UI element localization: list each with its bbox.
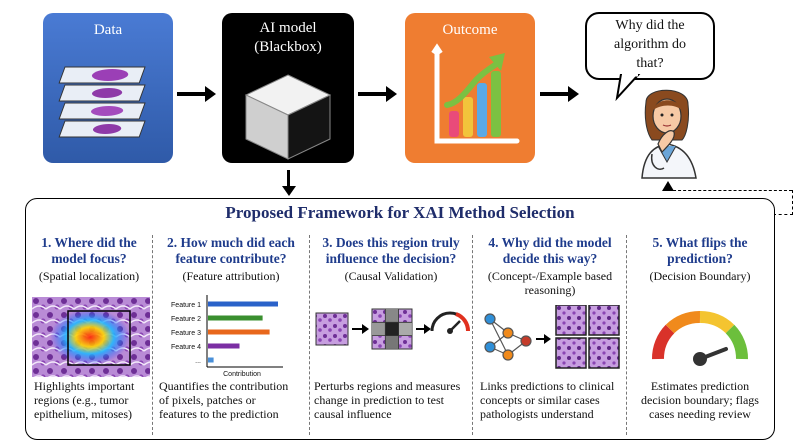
column-separator [626,235,627,435]
question-line1: Why did the [615,18,685,33]
decision-gauge-icon [652,311,748,366]
question-line3: that? [636,56,664,71]
question-bubble: Why did the algorithm do that? [585,12,715,80]
column-5-heading: 5. What flips the prediction? [652,235,748,266]
feature-bar [208,329,270,335]
saliency-heatmap-image [32,297,150,377]
feedback-dash-vertical [792,190,793,215]
column-separator [309,235,310,435]
column-separator [152,235,153,435]
neural-network-icon [484,313,532,361]
column-2-subtitle: (Feature attribution) [182,269,280,283]
feedback-dash-horizontal [773,214,793,215]
bubble-tail [615,74,641,102]
feature-chart-xlabel: Contribution [223,371,261,377]
feedback-dash-top [668,190,792,191]
column-4-heading: 4. Why did the model decide this way? [488,235,612,266]
column-3-subtitle: (Causal Validation) [344,269,438,283]
model-label-line1: AI model [259,20,317,36]
data-box: Data [43,13,173,163]
arrow-model-to-outcome [358,86,397,102]
outcome-box: Outcome [405,13,535,163]
column-5-subtitle: (Decision Boundary) [649,269,751,283]
feature-bar [208,315,263,321]
feature-label: Feature 4 [171,344,201,351]
column-separator [472,235,473,435]
column-1-description: Highlights important regions (e.g., tumo… [34,379,135,421]
arrow-outcome-to-clinician [540,86,579,102]
slides-illustration [58,66,146,138]
column-1-subtitle: (Spatial localization) [38,269,140,283]
feature-attribution-chart: Feature 1 Feature 2 Feature 3 Feature 4... C… [171,295,283,377]
column-1-heading: 1. Where did the model focus? [41,235,137,266]
column-5-description: Estimates prediction decision boundary; … [641,379,759,421]
column-2-description: Quantifies the contribution of pixels, p… [159,379,289,421]
feature-bar [208,301,278,307]
growth-chart-icon [431,43,520,144]
feature-label: Feature 1 [171,302,201,309]
feature-label: Feature 3 [171,330,201,337]
column-4-description: Links predictions to clinical concepts o… [480,379,615,421]
data-label: Data [93,22,123,38]
concept-reasoning-illustration [484,305,620,369]
framework-title: Proposed Framework for XAI Method Select… [225,203,575,222]
clinician-icon [641,89,697,179]
feature-label: Feature 2 [171,316,201,323]
feature-label: ... [195,358,201,365]
arrow-model-to-framework [287,170,290,188]
question-line2: algorithm do [614,37,686,52]
column-3-heading: 3. Does this region truly influence the … [322,235,460,266]
column-4-subtitle: (Concept-/Example based reasoning) [487,269,613,297]
blackbox-cube-icon [244,74,332,160]
framework-panel: Proposed Framework for XAI Method Select… [25,198,775,440]
feedback-arrowhead [662,181,674,191]
outcome-label: Outcome [442,22,498,38]
feature-bar [208,357,214,363]
column-3-description: Perturbs regions and measures change in … [314,379,461,421]
framework-column-5: 5. What flips the prediction? (Decision … [630,235,770,435]
model-label-line2: (Blackbox) [254,39,322,55]
framework-column-3: 3. Does this region truly influence the … [312,235,470,435]
model-box: AI model (Blackbox) [222,13,354,163]
feature-bar [208,343,240,349]
framework-column-1: 1. Where did the model focus? (Spatial l… [28,235,150,435]
arrow-data-to-model [177,86,216,102]
framework-column-4: 4. Why did the model decide this way? (C… [476,235,624,435]
perturbation-illustration [315,308,470,350]
framework-column-2: 2. How much did each feature contribute?… [155,235,307,435]
arrow-model-to-framework-head [281,186,296,196]
column-2-heading: 2. How much did each feature contribute? [167,235,295,266]
